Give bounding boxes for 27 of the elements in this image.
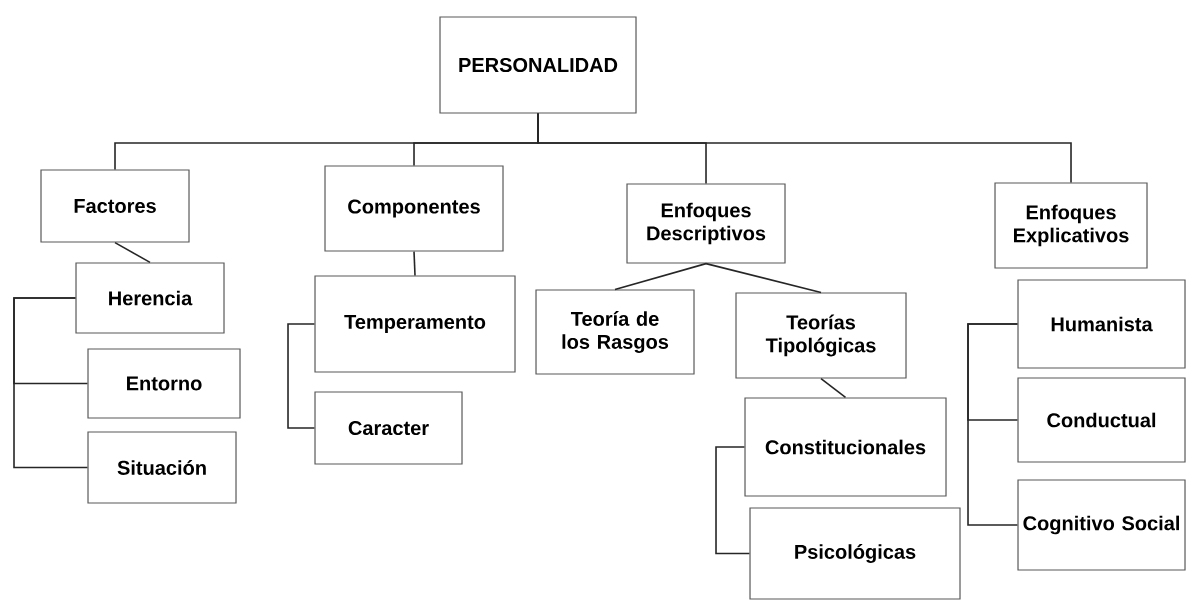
concept-box: Teorías Tipológicas — [735, 292, 907, 379]
connector-line — [287, 323, 316, 429]
concept-box: Humanista — [1017, 279, 1186, 369]
concept-box: Teoría de los Rasgos — [535, 289, 695, 375]
connector-line — [114, 241, 151, 264]
connector-line — [413, 250, 416, 277]
connector-line — [13, 297, 89, 469]
concept-box: Enfoques Descriptivos — [626, 183, 786, 264]
concept-box: Caracter — [314, 391, 463, 465]
connector-line — [715, 446, 751, 555]
concept-box: Situación — [87, 431, 237, 504]
connector-line — [820, 377, 847, 399]
concept-box: Componentes — [324, 165, 504, 252]
concept-box: Enfoques Explicativos — [994, 182, 1148, 269]
concept-box: Factores — [40, 169, 190, 243]
connector-line — [614, 262, 707, 291]
connector-line — [705, 262, 822, 294]
concept-box: Entorno — [87, 348, 241, 419]
connector-line — [967, 323, 1019, 526]
concept-box: Cognitivo Social — [1017, 479, 1186, 571]
concept-box: Constitucionales — [744, 397, 947, 497]
connector-line — [537, 112, 1072, 184]
concept-box: Psicológicas — [749, 507, 961, 600]
concept-box: PERSONALIDAD — [439, 16, 637, 114]
concept-box: Temperamento — [314, 275, 516, 373]
concept-box: Herencia — [75, 262, 225, 334]
concept-box: Conductual — [1017, 377, 1186, 463]
